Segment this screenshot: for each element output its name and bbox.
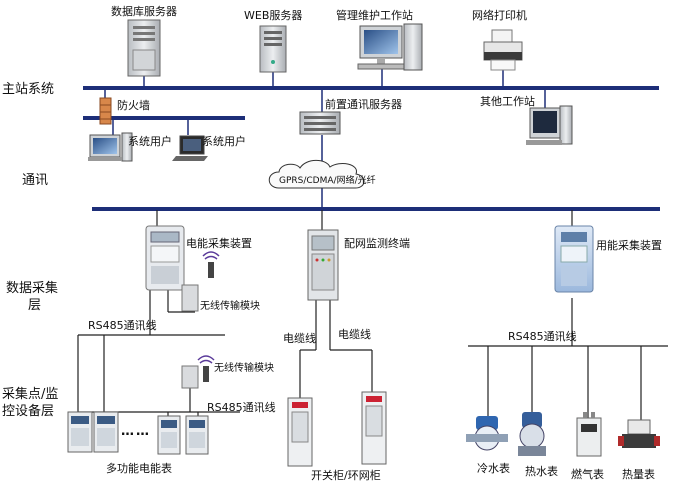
usage-collector-icon	[554, 225, 594, 293]
label-wireless-module-1: 无线传输模块	[200, 301, 260, 312]
label-cable-1: 电缆线	[283, 332, 316, 345]
label-cable-2: 电缆线	[338, 328, 371, 341]
label-wireless-module-2: 无线传输模块	[214, 363, 274, 374]
cold-water-meter-icon	[466, 416, 508, 451]
meter-ellipsis: ……	[121, 424, 151, 439]
label-firewall: 防火墙	[117, 99, 150, 112]
dist-monitor-cabinet-icon	[307, 229, 339, 301]
system-user-desktop-icon	[88, 132, 133, 162]
label-multifunction-meter: 多功能电能表	[106, 462, 172, 475]
multifunction-meter-icon-3	[157, 415, 181, 455]
admin-workstation-icon	[357, 23, 423, 71]
communication-cloud-icon	[268, 159, 365, 189]
multifunction-meter-icon-1	[67, 411, 93, 453]
label-hot-water-meter: 热水表	[525, 465, 558, 478]
multifunction-meter-icon-2	[93, 411, 119, 453]
label-database-server: 数据库服务器	[111, 5, 177, 18]
label-admin-workstation: 管理维护工作站	[336, 9, 413, 22]
layer-label-monitoring-line2: 控设备层	[2, 404, 55, 419]
wireless-module-icon	[181, 284, 199, 312]
heat-meter-icon	[618, 419, 660, 448]
label-other-workstation: 其他工作站	[480, 95, 535, 108]
switchgear-cabinet-icon-2	[361, 391, 387, 465]
database-server-icon	[127, 19, 161, 77]
layer-label-main-station: 主站系统	[2, 82, 55, 97]
label-rs485-line-1: RS485通讯线	[88, 319, 157, 332]
network-printer-icon	[483, 29, 523, 71]
firewall-lan-bus	[83, 116, 245, 120]
hot-water-meter-icon	[518, 412, 546, 456]
label-rs485-line-2: RS485通讯线	[207, 401, 276, 414]
web-server-icon	[259, 25, 287, 73]
label-network-printer: 网络打印机	[472, 9, 527, 22]
label-heat-meter: 热量表	[622, 468, 655, 481]
frontend-comm-server-icon	[299, 111, 341, 135]
label-web-server: WEB服务器	[244, 9, 303, 22]
label-cold-water-meter: 冷水表	[477, 462, 510, 475]
gas-meter-icon	[576, 412, 602, 457]
label-energy-collector: 电能采集装置	[186, 237, 252, 250]
label-dist-monitor-terminal: 配网监测终端	[344, 237, 410, 250]
main-network-bus	[83, 86, 659, 90]
other-workstation-icon	[526, 105, 573, 145]
field-network-bus	[92, 207, 660, 211]
label-usage-collector: 用能采集装置	[596, 239, 662, 252]
label-gas-meter: 燃气表	[571, 468, 604, 481]
multifunction-meter-icon-4	[185, 415, 209, 455]
layer-label-communication: 通讯	[22, 173, 49, 188]
field-connectors	[77, 210, 668, 420]
layer-label-data-collection-line1: 数据采集	[6, 281, 59, 296]
switchgear-cabinet-icon-1	[287, 397, 313, 467]
layer-label-data-collection-line2: 层	[28, 298, 42, 313]
label-comm-network: GPRS/CDMA/网络/光纤	[279, 176, 376, 186]
label-system-user-2: 系统用户	[202, 135, 246, 148]
wireless-module-icon-2	[181, 365, 199, 389]
wireless-antenna-icon-2	[197, 355, 215, 382]
label-rs485-line-3: RS485通讯线	[508, 330, 577, 343]
label-system-user-1: 系统用户	[128, 135, 172, 148]
layer-label-monitoring-line1: 采集点/监	[2, 387, 59, 402]
label-frontend-comm-server: 前置通讯服务器	[325, 98, 402, 111]
system-user-laptop-icon	[172, 135, 208, 161]
firewall-icon	[99, 97, 112, 125]
energy-collector-icon	[145, 225, 185, 291]
wireless-antenna-icon	[202, 251, 220, 278]
label-switchgear: 开关柜/环网柜	[311, 469, 381, 482]
